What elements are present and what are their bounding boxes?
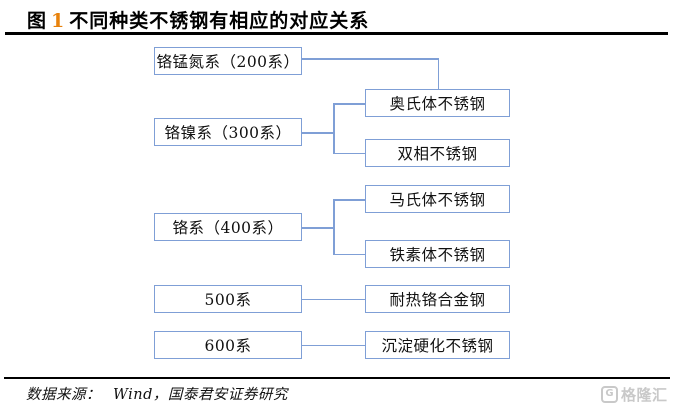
- node-200-series: 铬锰氮系（200系）: [154, 47, 302, 75]
- data-source-value: Wind，国泰君安证券研究: [113, 387, 288, 403]
- connector-400-branch-v: [333, 199, 335, 254]
- node-500-series: 500系: [154, 285, 302, 313]
- figure-title-prefix: 图: [27, 10, 48, 32]
- connector-300-stem: [302, 132, 334, 134]
- gelonghui-logo-text: 格隆汇: [621, 386, 668, 404]
- node-precipitation-hardening: 沉淀硬化不锈钢: [365, 331, 510, 359]
- node-duplex-stainless: 双相不锈钢: [365, 139, 510, 167]
- connector-300-duplex-h: [333, 152, 365, 154]
- figure-number: 1: [51, 10, 66, 32]
- node-heat-resistant-chrome-alloy: 耐热铬合金钢: [365, 285, 510, 313]
- node-600-series: 600系: [154, 331, 302, 359]
- connector-200-austenitic-h: [302, 58, 439, 60]
- title-underline: [5, 32, 668, 35]
- connector-300-austenitic-h: [333, 103, 365, 105]
- node-ferritic-stainless: 铁素体不锈钢: [365, 240, 510, 268]
- node-300-series: 铬镍系（300系）: [154, 118, 302, 146]
- connector-400-ferritic-h: [333, 253, 365, 255]
- node-400-series: 铬系（400系）: [154, 213, 302, 241]
- connector-600-precipitation: [302, 344, 365, 346]
- node-austenitic-stainless: 奥氏体不锈钢: [365, 89, 510, 117]
- figure-title-text: 不同种类不锈钢有相应的对应关系: [69, 10, 370, 32]
- gelonghui-watermark: G 格隆汇: [601, 384, 668, 405]
- connector-400-martensitic-h: [333, 199, 365, 201]
- connector-500-heat-resistant: [302, 298, 365, 300]
- node-martensitic-stainless: 马氏体不锈钢: [365, 185, 510, 213]
- connector-300-branch-v: [333, 103, 335, 154]
- data-source-note: 数据来源： Wind，国泰君安证券研究: [26, 383, 288, 404]
- connector-200-austenitic-v: [437, 58, 439, 89]
- footer-divider: [4, 377, 670, 379]
- connector-400-stem: [302, 227, 334, 229]
- gelonghui-logo-icon: G: [601, 386, 618, 403]
- data-source-label: 数据来源：: [26, 387, 101, 403]
